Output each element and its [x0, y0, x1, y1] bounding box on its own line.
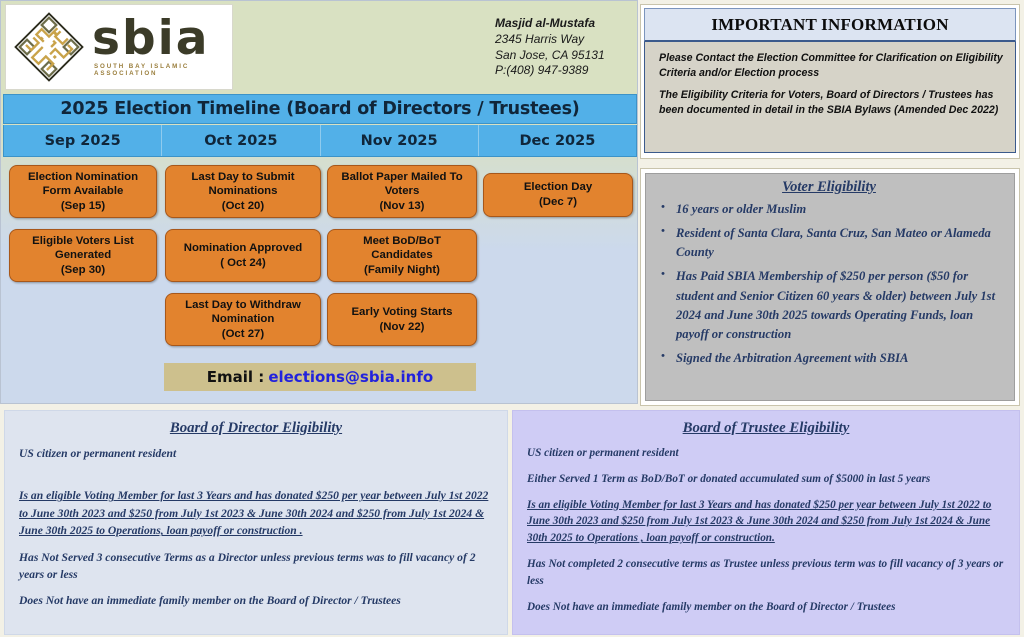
- timeline-event-box[interactable]: Meet BoD/BoT Candidates (Family Night): [327, 229, 477, 282]
- bot-item: Is an eligible Voting Member for last 3 …: [527, 498, 992, 545]
- event-date: (Sep 15): [60, 199, 106, 212]
- timeline-event-box[interactable]: Election Nomination Form Available (Sep …: [9, 165, 157, 218]
- address-line-1: 2345 Harris Way: [495, 31, 585, 46]
- kufic-diamond-icon: [14, 12, 84, 82]
- event-date: (Nov 22): [379, 320, 425, 333]
- bod-item: Has Not Served 3 consecutive Terms as a …: [19, 550, 476, 581]
- bot-item: Does Not have an immediate family member…: [527, 600, 896, 613]
- event-title: Election Nomination Form Available: [27, 170, 139, 198]
- contact-email-bar[interactable]: Email : elections@sbia.info: [164, 363, 476, 391]
- list-item: Has Paid SBIA Membership of $250 per per…: [654, 266, 1004, 344]
- bot-heading: Board of Trustee Eligibility: [682, 420, 850, 436]
- timeline-event-box[interactable]: Last Day to Withdraw Nomination (Oct 27): [165, 293, 321, 346]
- voter-eligibility-panel: Voter Eligibility 16 years or older Musl…: [640, 168, 1020, 406]
- important-information-heading: IMPORTANT INFORMATION: [644, 8, 1016, 42]
- timeline-grid: Election Nomination Form Available (Sep …: [1, 161, 639, 357]
- event-title: Last Day to Withdraw Nomination: [185, 298, 301, 326]
- logo-wordmark: sbia: [92, 10, 210, 66]
- event-date: (Dec 7): [539, 196, 577, 208]
- event-title: Nomination Approved: [183, 241, 303, 254]
- list-item: 16 years or older Muslim: [654, 199, 1004, 219]
- list-item: Signed the Arbitration Agreement with SB…: [654, 348, 1004, 368]
- event-title: Election Day: [523, 181, 593, 194]
- event-date: (Family Night): [364, 263, 440, 276]
- bod-heading: Board of Director Eligibility: [169, 420, 343, 436]
- bot-item: Has Not completed 2 consecutive terms as…: [527, 557, 1004, 587]
- timeline-event-box[interactable]: Early Voting Starts (Nov 22): [327, 293, 477, 346]
- voter-eligibility-list: 16 years or older Muslim Resident of San…: [654, 199, 1004, 368]
- email-label: Email :: [206, 368, 265, 386]
- bod-spacer: [19, 471, 493, 487]
- important-information-body: Please Contact the Election Committee fo…: [644, 42, 1016, 153]
- bod-item: US citizen or permanent resident: [19, 447, 177, 460]
- timeline-title: 2025 Election Timeline (Board of Directo…: [3, 94, 637, 124]
- sbia-logo: sbia SOUTH BAY ISLAMIC ASSOCIATION: [5, 4, 233, 90]
- timeline-panel: sbia SOUTH BAY ISLAMIC ASSOCIATION Masji…: [0, 0, 638, 404]
- event-title: Last Day to Submit Nominations: [191, 170, 295, 198]
- important-information-panel: IMPORTANT INFORMATION Please Contact the…: [640, 4, 1020, 159]
- event-date: ( Oct 24): [220, 256, 266, 269]
- month-header-nov: Nov 2025: [321, 125, 479, 156]
- event-title: Eligible Voters List Generated: [32, 234, 134, 262]
- timeline-event-box[interactable]: Ballot Paper Mailed To Voters (Nov 13): [327, 165, 477, 218]
- masjid-name: Masjid al-Mustafa: [495, 16, 596, 30]
- info-paragraph: The Eligibility Criteria for Voters, Boa…: [659, 89, 999, 117]
- email-address-link[interactable]: elections@sbia.info: [268, 368, 434, 386]
- timeline-event-box[interactable]: Eligible Voters List Generated (Sep 30): [9, 229, 157, 282]
- list-item: Resident of Santa Clara, Santa Cruz, San…: [654, 223, 1004, 262]
- address-line-2: San Jose, CA 95131: [495, 47, 605, 62]
- event-date: (Sep 30): [60, 263, 106, 276]
- event-date: (Oct 20): [221, 199, 265, 212]
- month-header-dec: Dec 2025: [519, 132, 596, 149]
- board-of-trustee-eligibility-panel: Board of Trustee Eligibility US citizen …: [512, 410, 1020, 635]
- event-date: (Nov 13): [379, 199, 425, 212]
- month-header-sep: Sep 2025: [4, 125, 163, 156]
- event-title: Ballot Paper Mailed To Voters: [341, 170, 463, 198]
- event-date: (Oct 27): [221, 327, 265, 340]
- masjid-address: Masjid al-Mustafa 2345 Harris Way San Jo…: [495, 16, 605, 79]
- bod-item: Is an eligible Voting Member for last 3 …: [19, 489, 489, 538]
- timeline-event-box[interactable]: Election Day (Dec 7): [483, 173, 633, 217]
- voter-eligibility-heading: Voter Eligibility: [782, 179, 876, 195]
- bot-item: Either Served 1 Term as BoD/BoT or donat…: [527, 472, 931, 485]
- event-title: Meet BoD/BoT Candidates: [363, 234, 441, 262]
- timeline-event-box[interactable]: Last Day to Submit Nominations (Oct 20): [165, 165, 321, 218]
- logo-tagline: SOUTH BAY ISLAMIC ASSOCIATION: [94, 63, 190, 78]
- event-title: Early Voting Starts: [351, 305, 453, 318]
- board-of-director-eligibility-panel: Board of Director Eligibility US citizen…: [4, 410, 508, 635]
- phone-number: P:(408) 947-9389: [495, 63, 589, 78]
- info-paragraph: Please Contact the Election Committee fo…: [659, 52, 1003, 80]
- timeline-event-box[interactable]: Nomination Approved ( Oct 24): [165, 229, 321, 282]
- brand-row: sbia SOUTH BAY ISLAMIC ASSOCIATION Masji…: [1, 1, 639, 93]
- bot-item: US citizen or permanent resident: [527, 447, 679, 459]
- month-header-oct: Oct 2025: [162, 125, 321, 156]
- month-header-row: Sep 2025 Oct 2025 Nov 2025 Dec 2025: [3, 125, 637, 157]
- bod-item: Does Not have an immediate family member…: [19, 594, 401, 608]
